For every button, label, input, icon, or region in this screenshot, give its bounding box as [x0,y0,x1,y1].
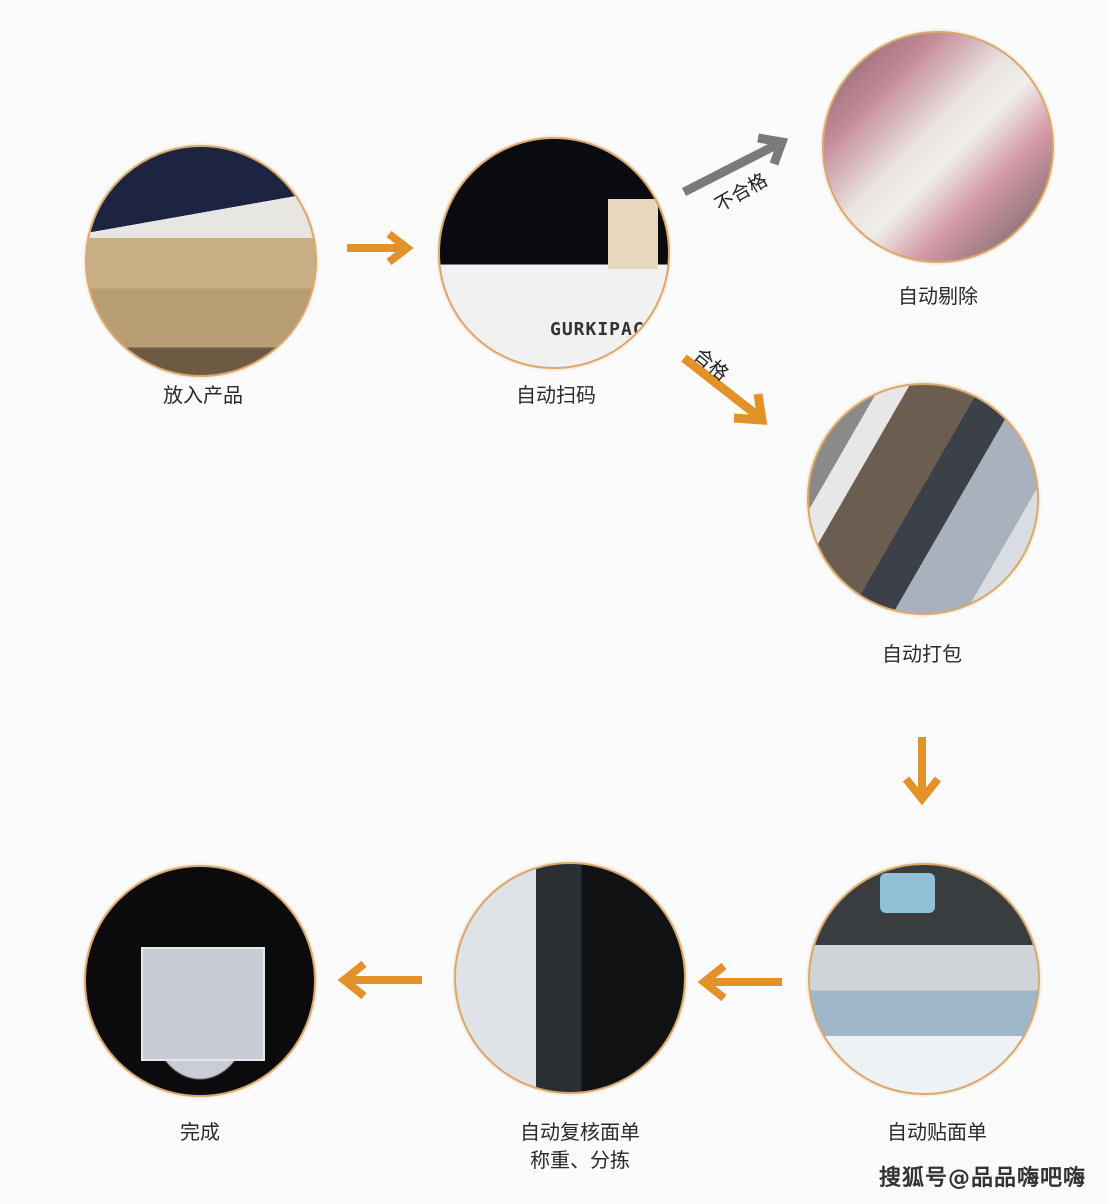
arrow-down-icon [902,737,942,806]
step-label-verify-line1: 自动复核面单 [520,1120,640,1144]
arrow-pass-icon [681,354,768,425]
photo-detail-roll [880,873,935,913]
step-image-place [85,145,317,377]
watermark: 搜狐号@品品嗨吧嗨 [878,1166,1086,1191]
photo-detail-brand: GURKIPAC [550,319,645,340]
arrow-fail-icon [681,133,789,197]
arrow-left-shape [697,962,782,1002]
arrow-fail-shape [681,133,789,197]
step-label-verify-line2: 称重、分拣 [530,1148,630,1172]
step-label-place: 放入产品 [163,383,243,407]
photo-detail-bag [141,947,265,1061]
step-label-pack: 自动打包 [882,642,962,666]
step-image-verify [454,862,686,1094]
step-image-label [808,863,1040,1095]
step-label-reject: 自动剔除 [898,284,978,308]
step-image-done [84,865,316,1097]
arrow-right-icon [347,230,414,266]
step-label-scan: 自动扫码 [516,383,596,407]
arrow-down-shape [902,737,942,806]
arrow-pass-shape [681,354,768,425]
arrow-left-icon [697,962,782,1002]
arrow-left-shape [337,960,422,1000]
step-image-reject [822,31,1054,263]
arrow-right-shape [347,230,414,266]
step-image-scan: GURKIPAC [438,137,670,369]
step-label-label: 自动贴面单 [887,1120,987,1144]
step-label-done: 完成 [180,1120,220,1144]
arrow-left-icon [337,960,422,1000]
photo-detail-box [608,199,658,269]
step-image-pack [807,383,1039,615]
